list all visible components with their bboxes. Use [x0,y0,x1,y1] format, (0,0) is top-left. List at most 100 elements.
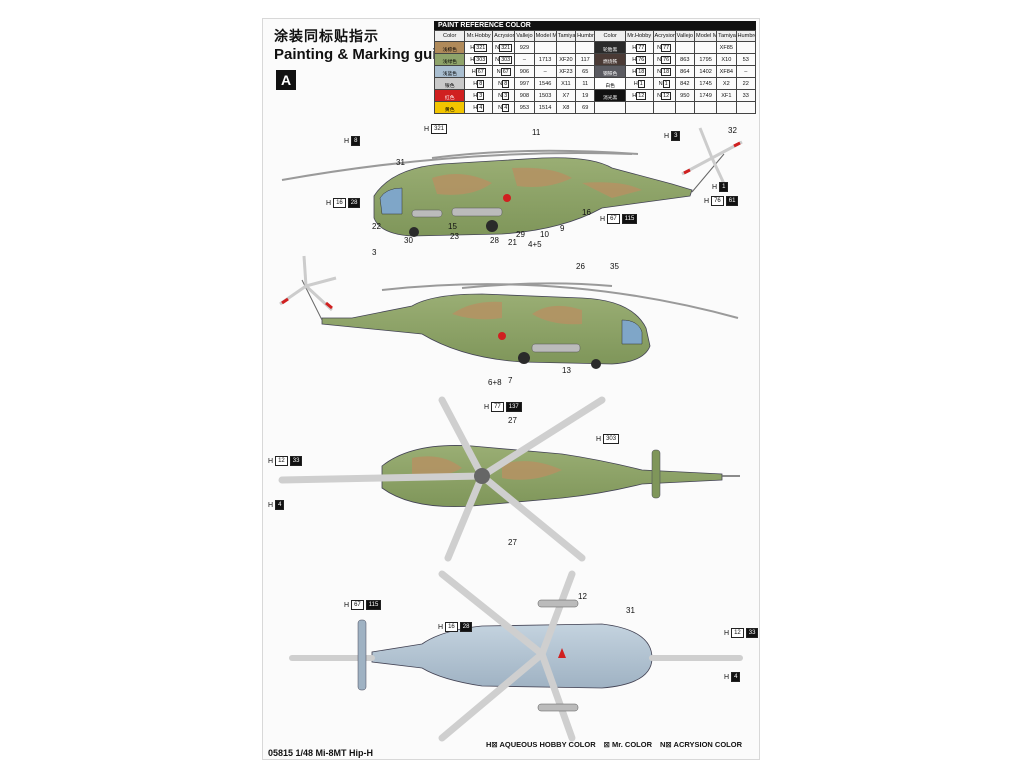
acrysion-code: 321 [499,43,513,52]
color-name-cn: 浅棕色 [442,47,457,53]
part-number: 12 [578,592,587,601]
column-header: Tamiya [555,30,577,42]
side-view-right [279,255,739,369]
empty-cell [674,101,696,114]
acrysion-code: 303 [499,55,513,64]
mr-hobby-prefix: H [632,92,637,99]
color-name-cn: 浅绿色 [442,59,457,65]
bottom-view [289,570,743,742]
color-name-cn: 消光黑 [602,95,618,101]
part-number: 26 [576,262,585,271]
product-line: 05815 1/48 Mi-8MT Hip-H [268,748,374,758]
part-number: 29 [516,230,525,239]
mr-hobby-code: 1 [637,79,645,88]
mr-hobby-prefix: H [473,92,478,99]
acrysion-prefix: N [498,80,503,87]
acrysion-prefix: N [496,68,501,75]
helicopter-views [278,127,743,742]
acrysion-code: 77 [661,43,672,52]
mr-hobby-prefix: H [473,80,478,87]
part-number: 30 [404,236,413,245]
acrysion-code: 12 [661,91,672,100]
color-swatch: Silver银色 [433,77,466,90]
paint-code-cell: 842 [674,77,696,90]
empty-cell [594,101,626,114]
color-name-cn: 钢铁色 [602,71,618,77]
mr-hobby-code: 3 [477,91,485,100]
color-name-cn: 红色 [444,95,455,101]
part-number: 4+5 [528,240,542,249]
mr-hobby-code: 76 [636,55,647,64]
part-number: 31 [396,158,405,167]
paint-row: Light Brown浅棕色H321N321929Tire Black轮胎黑H7… [433,41,757,54]
mr-hobby-code: 67 [475,67,486,76]
part-number: 27 [508,538,517,547]
part-number: 9 [560,224,565,233]
acrysion-prefix: N [495,44,500,51]
acrysion-code: 1 [662,79,670,88]
part-number: 35 [610,262,619,271]
color-swatch: Burnt Iron燃烧铁 [594,53,626,66]
color-name-cn: 燃烧铁 [602,59,618,65]
mr-hobby-prefix: H [471,68,476,75]
color-name-cn: 黄色 [444,107,455,113]
mr-hobby-code: 77 [636,43,647,52]
color-swatch: Yellow黄色 [433,101,466,114]
column-header: Vallejo [514,30,535,42]
top-view [278,396,740,562]
part-number: 16 [582,208,591,217]
part-number: 10 [540,230,549,239]
part-number: 27 [508,416,517,425]
side-view-left [281,127,743,237]
paint-code-cell: 19 [575,89,596,102]
title-english: Painting & Marking guide [274,46,455,63]
part-number: 21 [508,238,517,247]
color-name-cn: 银色 [444,83,455,89]
color-name-cn: 浅蓝色 [442,71,457,77]
legend-aqueous: H⊠ AQUEOUS HOBBY COLOR [486,740,596,749]
color-name-cn: 白色 [605,83,615,89]
part-number: 23 [450,232,459,241]
acrysion-prefix: N [495,56,500,63]
part-number: 6+8 [488,378,502,387]
paint-code-cell: 908 [514,89,535,102]
acrysion-prefix: N [657,44,662,51]
mr-hobby-prefix: H [632,56,637,63]
part-number: 31 [626,606,635,615]
mr-hobby-prefix: H [470,56,475,63]
acrysion-code: 8 [502,79,510,88]
acrysion-prefix: N [658,80,663,87]
part-number: 13 [562,366,571,375]
legend-acrysion: N⊠ ACRYSION COLOR [660,740,742,749]
part-number: 7 [508,376,513,385]
paint-code-cell: 69 [575,101,596,114]
mr-hobby-prefix: H [632,68,637,75]
acrysion-prefix: N [657,68,662,75]
paint-row: Light Green浅绿色H303N303–1713XF20117Burnt … [433,53,757,66]
mr-hobby-code: 12 [636,91,647,100]
part-number: 3 [372,248,377,257]
part-number: 15 [448,222,457,231]
paint-row: Silver银色H8N89971546X1111White白色H1N184217… [433,77,757,90]
acrysion-code: 4 [502,103,510,112]
main-rotor-blade [281,152,633,181]
scheme-badge: A [276,70,296,90]
empty-cell [735,101,757,114]
